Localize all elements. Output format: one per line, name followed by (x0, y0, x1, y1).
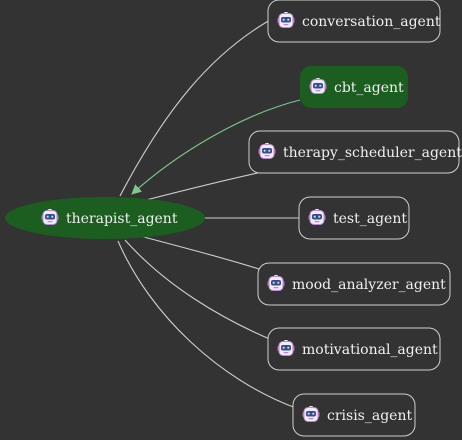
node-therapy-scheduler-agent[interactable]: therapy_scheduler_agent (248, 130, 462, 174)
node-conversation-agent[interactable]: conversation_agent (267, 0, 441, 43)
robot-icon (41, 208, 59, 225)
node-therapist-agent[interactable]: therapist_agent (5, 197, 205, 239)
edge-motivational-agent (124, 239, 273, 341)
node-mood-analyzer-agent[interactable]: mood_analyzer_agent (257, 262, 451, 306)
node-shape (5, 197, 205, 239)
node-label: cbt_agent (334, 80, 404, 96)
node-shape (257, 262, 451, 306)
node-shape (300, 66, 408, 108)
node-shape (267, 0, 441, 43)
node-motivational-agent[interactable]: motivational_agent (267, 327, 441, 371)
robot-icon (308, 208, 326, 225)
edge-crisis-agent (117, 240, 297, 409)
node-label: test_agent (333, 211, 407, 227)
edge-cbt-agent (131, 99, 301, 195)
robot-icon (277, 11, 295, 28)
node-shape (298, 196, 410, 240)
node-shape (267, 327, 441, 371)
node-label: therapy_scheduler_agent (283, 145, 462, 161)
node-label: motivational_agent (302, 342, 438, 358)
edge-conversation-agent (119, 19, 271, 197)
edge-mood-analyzer-agent (139, 235, 263, 271)
robot-icon (302, 405, 320, 422)
robot-icon (258, 142, 276, 159)
robot-icon (277, 339, 295, 356)
node-label: therapist_agent (66, 211, 178, 227)
nodes-layer: therapist_agent conversation_agent cbt_age… (5, 0, 462, 437)
node-label: crisis_agent (327, 408, 412, 424)
edge-therapy-scheduler-agent (145, 171, 263, 201)
node-shape (292, 393, 416, 437)
node-label: conversation_agent (302, 14, 441, 30)
node-shape (248, 130, 460, 174)
edges-layer (117, 19, 301, 409)
robot-icon (267, 274, 285, 291)
node-cbt-agent[interactable]: cbt_agent (300, 66, 408, 108)
robot-icon (309, 77, 327, 94)
node-test-agent[interactable]: test_agent (298, 196, 410, 240)
node-label: mood_analyzer_agent (292, 277, 446, 293)
node-crisis-agent[interactable]: crisis_agent (292, 393, 416, 437)
